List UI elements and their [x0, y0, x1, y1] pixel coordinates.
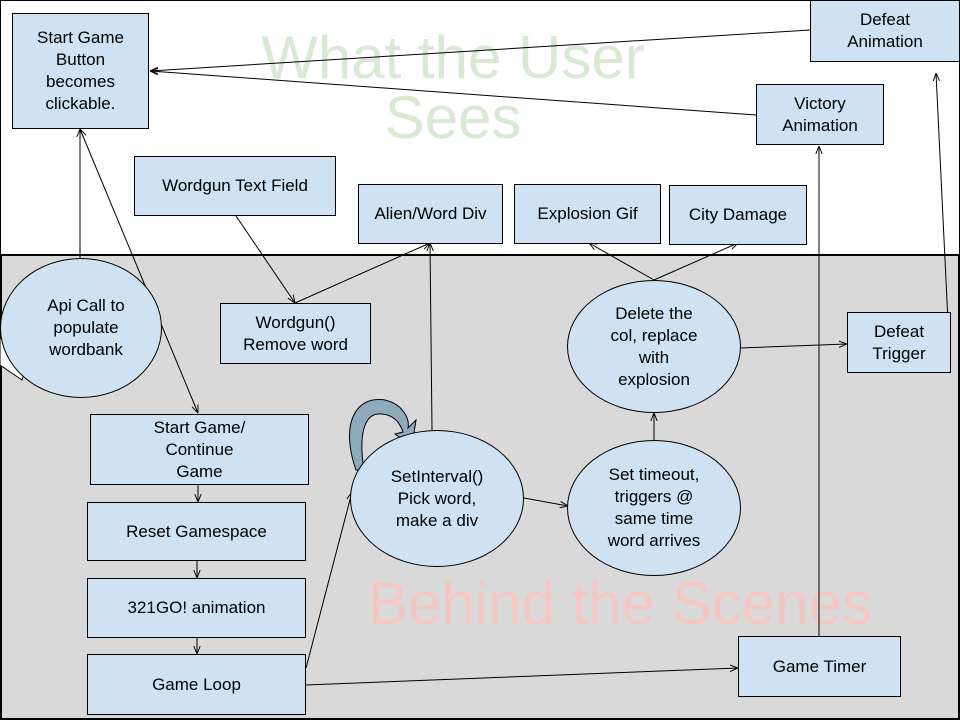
edge-delete-to-defeat-trigger: [739, 344, 847, 349]
wordgun-text-field-node: Wordgun Text Field: [134, 156, 336, 216]
edge-defeat-trigger-to-anim: [936, 73, 949, 323]
set-timeout-node: Set timeout, triggers @ same time word a…: [567, 440, 741, 576]
edge-delete-to-explosion: [589, 243, 655, 281]
edge-defeat-anim-to-start: [150, 29, 811, 71]
explosion-gif-node: Explosion Gif: [514, 184, 661, 244]
edge-victory-anim-to-start: [150, 71, 757, 116]
victory-animation-node: Victory Animation: [756, 84, 884, 145]
defeat-trigger-node: Defeat Trigger: [847, 312, 951, 373]
start-button-node: Start Game Button becomes clickable.: [12, 13, 149, 129]
edge-gameloop-to-timer: [305, 668, 738, 686]
delete-col-node: Delete the col, replace with explosion: [567, 280, 741, 413]
start-continue-node: Start Game/ Continue Game: [90, 414, 309, 485]
edge-start-button-to-start-game: [80, 129, 198, 413]
edge-textfield-to-wordgun: [235, 215, 295, 303]
defeat-animation-node: Defeat Animation: [810, 0, 960, 62]
behind-scenes-label: Behind the Scenes: [368, 570, 872, 637]
alien-word-div-node: Alien/Word Div: [358, 184, 503, 244]
edge-interval-to-timeout: [523, 497, 568, 506]
reset-gamespace-node: Reset Gamespace: [87, 502, 306, 561]
wordgun-remove-node: Wordgun() Remove word: [220, 303, 371, 364]
edge-delete-to-city-damage: [653, 243, 738, 281]
edge-gameloop-to-interval: [305, 492, 352, 669]
api-call-node: Api Call to populate wordbank: [0, 258, 162, 398]
game-timer-node: Game Timer: [738, 636, 901, 697]
city-damage-node: City Damage: [669, 185, 807, 245]
game-loop-node: Game Loop: [87, 654, 306, 715]
set-interval-node: SetInterval() Pick word, make a div: [350, 430, 524, 567]
countdown-animation-node: 321GO! animation: [87, 578, 306, 638]
user-view-label: What the User Sees: [261, 24, 645, 151]
edge-interval-to-alien-div: [430, 243, 432, 431]
edge-wordgun-to-alien-div: [294, 243, 430, 304]
